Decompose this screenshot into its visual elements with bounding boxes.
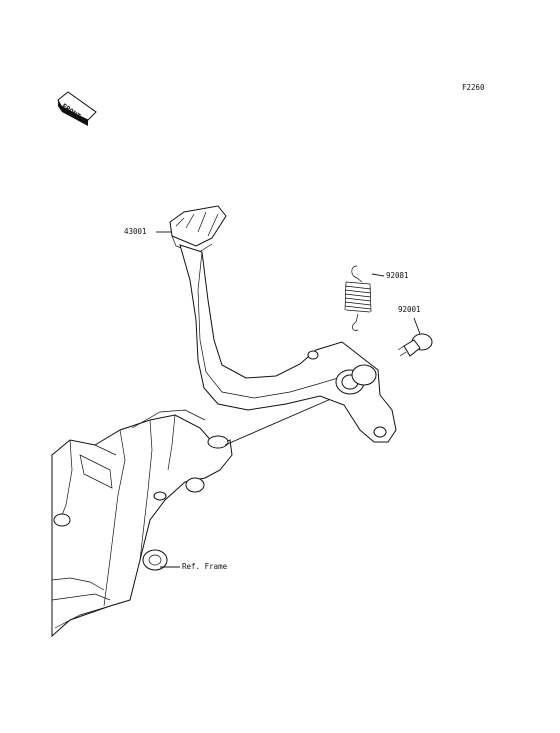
pivot-bolt-part	[397, 333, 433, 357]
frame-structure	[51, 409, 233, 638]
callout-frame: Ref. Frame	[182, 562, 228, 571]
callout-spring: 92081	[386, 271, 409, 280]
leader-spring	[371, 273, 385, 277]
leader-bolt	[413, 317, 421, 335]
brake-pedal-part	[169, 205, 397, 443]
return-spring-part	[344, 265, 372, 331]
callout-pedal: 43001	[124, 227, 147, 236]
callout-bolt: 92001	[398, 305, 421, 314]
front-arrow-icon	[57, 91, 97, 126]
figure-code: F2260	[462, 83, 485, 92]
